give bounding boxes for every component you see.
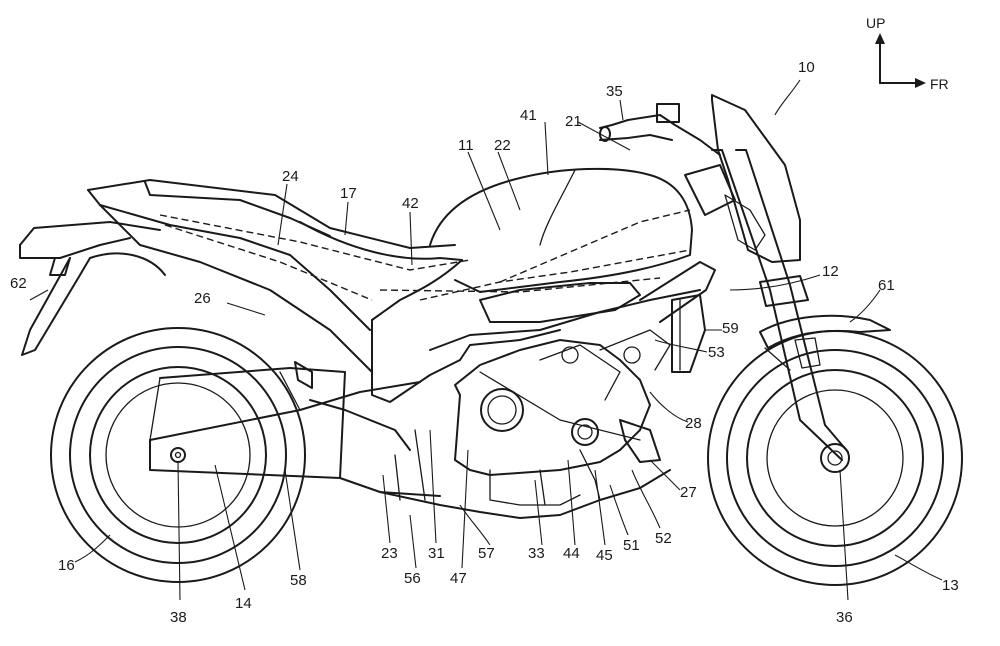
main-frame [371,261,716,403]
headlight-cowl [711,94,801,263]
label-57: 57 [478,545,495,562]
up-label: UP [866,15,885,31]
label-52: 52 [655,530,672,547]
label-47: 47 [450,570,467,587]
label-31: 31 [428,545,445,562]
label-35: 35 [606,83,623,100]
front-fork [684,149,849,461]
label-21: 21 [565,113,582,130]
label-56: 56 [404,570,421,587]
label-36: 36 [836,609,853,626]
handlebar [599,103,721,156]
label-58: 58 [290,572,307,589]
label-16: 16 [58,557,75,574]
fuel-tank [419,167,693,323]
label-53: 53 [708,344,725,361]
label-12: 12 [822,263,839,280]
rear-fender [19,221,166,356]
reference-labels: 10 35 41 21 11 22 24 17 42 62 26 12 61 5… [10,59,959,626]
label-38: 38 [170,609,187,626]
label-14: 14 [235,595,252,612]
label-13: 13 [942,577,959,594]
rear-wheel [50,327,306,583]
label-42: 42 [402,195,419,212]
label-62: 62 [10,275,27,292]
front-label: FR [930,76,949,92]
label-23: 23 [381,545,398,562]
leader-lines [29,79,943,601]
label-41: 41 [520,107,537,124]
label-10: 10 [798,59,815,76]
label-22: 22 [494,137,511,154]
label-26: 26 [194,290,211,307]
seat-and-tail [87,179,471,373]
label-27: 27 [680,484,697,501]
label-33: 33 [528,545,545,562]
label-28: 28 [685,415,702,432]
radiator [619,294,706,463]
footpeg-bracket [294,361,411,451]
label-59: 59 [722,320,739,337]
label-51: 51 [623,537,640,554]
label-24: 24 [282,168,299,185]
front-wheel [707,330,963,586]
under-cowl [379,429,671,519]
swing-arm [149,367,441,497]
label-17: 17 [340,185,357,202]
label-45: 45 [596,547,613,564]
label-61: 61 [878,277,895,294]
orientation-arrows: UP FR [866,15,949,92]
label-11: 11 [458,137,474,154]
engine [454,329,671,506]
front-fender [759,314,891,371]
label-44: 44 [563,545,580,562]
